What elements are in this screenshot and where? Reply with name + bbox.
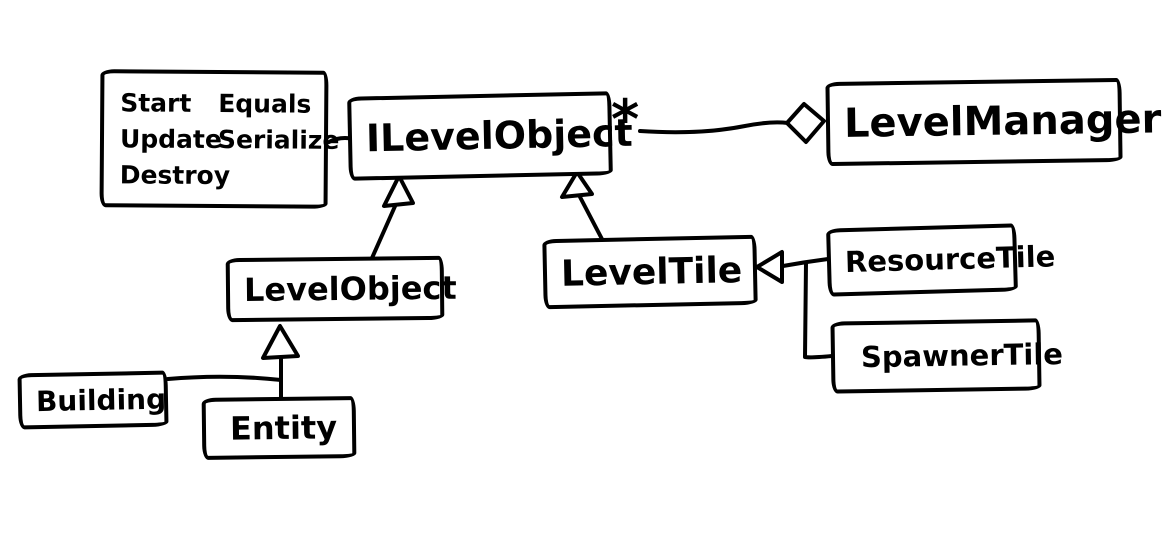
building-connector-line (166, 374, 283, 382)
node-spawnertile-label: SpawnerTile (860, 337, 1064, 375)
methods-column-2: Equals Serialize (218, 86, 340, 195)
node-entity-label: Entity (229, 408, 338, 448)
node-resourcetile-label: ResourceTile (844, 239, 1056, 280)
node-interface-methods: Start Update Destroy Equals Serialize (99, 69, 339, 209)
methods-column-1: Start Update Destroy (119, 85, 231, 194)
methods-columns: Start Update Destroy Equals Serialize (104, 73, 340, 195)
spawnertile-connector-line (803, 261, 834, 360)
method-destroy: Destroy (119, 160, 231, 191)
method-update: Update (119, 124, 222, 155)
method-start: Start (120, 88, 192, 118)
generalization-levelobject-line (370, 202, 398, 260)
node-levelmanager: LevelManager (825, 77, 1162, 167)
aggregation-diamond-icon (785, 102, 826, 144)
node-leveltile-label: LevelTile (560, 249, 743, 295)
generalization-leveltile-line (578, 195, 605, 243)
node-spawnertile: SpawnerTile (830, 318, 1063, 394)
node-building-label: Building (35, 382, 167, 418)
node-ilevelobject-label: ILevelObject (365, 110, 634, 161)
node-building: Building (17, 370, 169, 430)
node-levelmanager-label: LevelManager (843, 96, 1162, 147)
method-serialize: Serialize (217, 125, 340, 155)
method-equals: Equals (218, 89, 312, 119)
generalization-leveltile-arrowhead-icon (560, 170, 594, 199)
multiplicity-star: * (611, 88, 639, 151)
node-leveltile: LevelTile (542, 234, 758, 310)
aggregation-line (638, 120, 790, 135)
node-ilevelobject: ILevelObject (347, 91, 633, 181)
generalization-entity-arrowhead-icon (261, 324, 300, 360)
generalization-leveltile-left-arrowhead-icon (755, 250, 784, 284)
node-entity: Entity (201, 396, 357, 460)
node-levelobject-label: LevelObject (243, 268, 457, 309)
generalization-levelobject-arrowhead-icon (382, 174, 415, 208)
node-resourcetile: ResourceTile (826, 223, 1056, 297)
node-levelobject: LevelObject (225, 255, 457, 323)
